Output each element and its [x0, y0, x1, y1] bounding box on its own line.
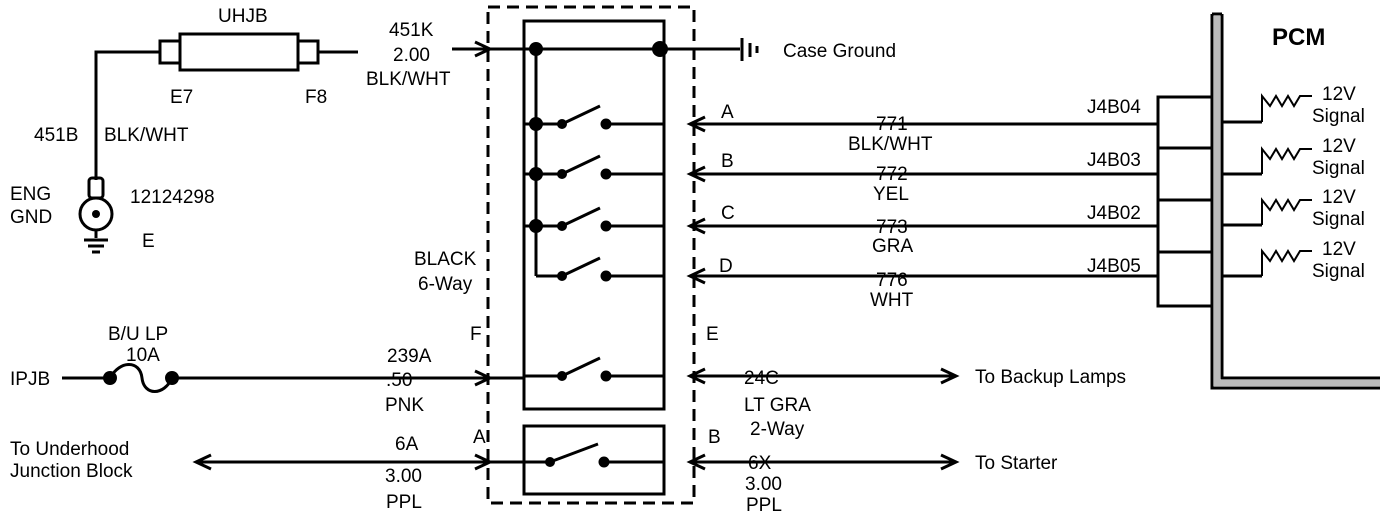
eng-label: ENG — [10, 184, 51, 205]
wire-24c-color: LT GRA — [744, 395, 811, 416]
wire-451b-label: 451B — [34, 125, 78, 146]
pcm-a-signal: Signal — [1312, 106, 1365, 127]
signal-b-color: YEL — [873, 184, 909, 205]
signal-wire-a: A 771 BLK/WHT J4B04 — [686, 97, 1158, 155]
switch-dashed-outline — [486, 5, 696, 505]
pin-e-label: E — [706, 324, 719, 345]
signal-c-circuit: 773 — [876, 217, 908, 238]
signal-wire-d: D 776 WHT J4B05 — [686, 256, 1158, 311]
wire-6a-color: PPL — [386, 492, 422, 513]
wire-24c-connector: 2-Way — [750, 419, 805, 440]
wire-6x-circuit: 6X — [748, 453, 772, 474]
uhjb-terminal-right — [296, 39, 320, 65]
wire-6x-gauge: 3.00 — [745, 474, 782, 495]
signal-a-color: BLK/WHT — [848, 134, 933, 155]
pin-f8-label: F8 — [305, 87, 327, 108]
signal-a-pin: A — [721, 102, 734, 123]
pcm-a-12v: 12V — [1322, 84, 1356, 105]
signal-wire-b: B 772 YEL J4B03 — [686, 150, 1158, 205]
signal-c-color: GRA — [872, 236, 914, 257]
pcm-b-12v: 12V — [1322, 136, 1356, 157]
wire-6a-circuit: 6A — [395, 434, 419, 455]
uhjb-ground-circuit: UHJB E7 F8 451B BLK/WHT ENG GND 12124298… — [10, 6, 358, 254]
uhjb-label: UHJB — [218, 6, 268, 27]
switch-assembly: BLACK 6-Way F E A B — [414, 5, 721, 505]
wire-6x-color: PPL — [746, 495, 782, 516]
backup-lamps-destination: To Backup Lamps — [975, 367, 1126, 388]
pcm-c-signal: Signal — [1312, 209, 1365, 230]
signal-b-connector: J4B03 — [1087, 150, 1141, 171]
pcm-d-12v: 12V — [1322, 239, 1356, 260]
wire-6a-gauge: 3.00 — [385, 466, 422, 487]
signal-b-pin: B — [721, 151, 734, 172]
signal-a-circuit: 771 — [876, 114, 908, 135]
ground-symbol-icon — [84, 238, 108, 254]
wire-451k-circuit: 451K — [389, 20, 434, 41]
uhjb-connector — [178, 32, 300, 72]
starter-circuit: To Underhood Junction Block 6A 3.00 PPL … — [10, 434, 1058, 516]
pcm-title: PCM — [1272, 24, 1325, 51]
resistor-a-icon — [1261, 93, 1312, 122]
fuse-rating: 10A — [126, 345, 160, 366]
pcm-d-signal: Signal — [1312, 261, 1365, 282]
signal-c-pin: C — [721, 203, 735, 224]
wire-451b-color: BLK/WHT — [104, 125, 189, 146]
connector-color-label: BLACK — [414, 249, 477, 270]
resistor-d-icon — [1261, 248, 1312, 276]
wire-451k-color: BLK/WHT — [366, 69, 451, 90]
pin-a-label: A — [473, 427, 486, 448]
wire-24c-circuit: 24C — [744, 368, 779, 389]
ground-lug-stem — [87, 176, 105, 200]
signal-c-connector: J4B02 — [1087, 203, 1141, 224]
signal-wire-c: C 773 GRA J4B02 — [686, 203, 1158, 257]
pcm-c-12v: 12V — [1322, 187, 1356, 208]
wire-451k: 451K 2.00 BLK/WHT — [366, 20, 524, 90]
ground-e-label: E — [142, 231, 155, 252]
backup-lamp-circuit: IPJB B/U LP 10A 239A .50 PNK 24C LT GRA … — [10, 324, 1126, 440]
signal-d-pin: D — [719, 256, 733, 277]
underhood-label-2: Junction Block — [10, 461, 133, 482]
wire-239a-circuit: 239A — [387, 346, 432, 367]
underhood-label-1: To Underhood — [10, 439, 129, 460]
pcm-module: PCM 12V Signal 12V Signal 12V Signal 12V… — [1156, 12, 1380, 390]
resistor-c-icon — [1261, 197, 1312, 225]
part-number: 12124298 — [130, 187, 215, 208]
pcm-outline — [1210, 14, 1380, 390]
ipjb-label: IPJB — [10, 369, 50, 390]
case-ground: Case Ground — [664, 38, 896, 62]
pin-e7-label: E7 — [170, 87, 193, 108]
switch-body-lower — [522, 424, 666, 496]
starter-destination: To Starter — [975, 453, 1058, 474]
connector-ways-label: 6-Way — [418, 274, 473, 295]
signal-d-color: WHT — [870, 290, 914, 311]
pcm-b-signal: Signal — [1312, 158, 1365, 179]
pin-f-label: F — [470, 324, 482, 345]
switch-body-upper — [522, 19, 666, 411]
signal-a-connector: J4B04 — [1087, 97, 1141, 118]
wire-239a-gauge: .50 — [386, 370, 412, 391]
gnd-label: GND — [10, 207, 52, 228]
case-ground-label: Case Ground — [783, 41, 896, 62]
signal-d-circuit: 776 — [876, 270, 908, 291]
wire-239a-color: PNK — [385, 395, 424, 416]
fuse-icon — [108, 363, 174, 393]
uhjb-terminal-left — [158, 39, 182, 65]
signal-b-circuit: 772 — [876, 164, 908, 185]
wire-451k-gauge: 2.00 — [393, 45, 430, 66]
signal-d-connector: J4B05 — [1087, 256, 1141, 277]
resistor-b-icon — [1261, 146, 1312, 174]
pin-b-label: B — [708, 427, 721, 448]
fuse-name: B/U LP — [108, 324, 168, 345]
